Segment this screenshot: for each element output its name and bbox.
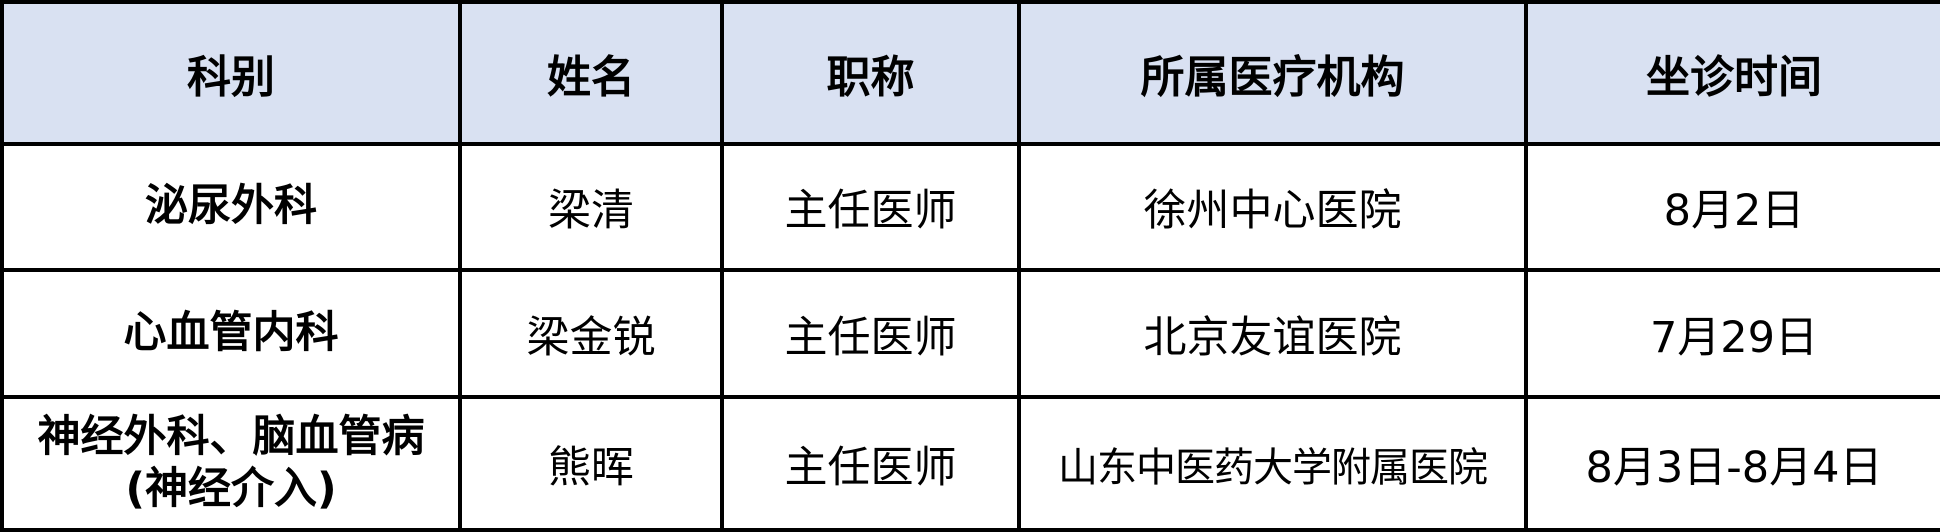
department-line-1: 神经外科、脑血管病 [37, 411, 425, 462]
table-row: 神经外科、脑血管病 (神经介入) 熊晖 主任医师 山东中医药大学附属医院 8月3… [0, 395, 1940, 532]
header-clinic-time: 坐诊时间 [1524, 0, 1940, 146]
cell-title: 主任医师 [720, 142, 1021, 272]
cell-clinic-time: 7月29日 [1524, 268, 1940, 399]
cell-name: 梁清 [458, 142, 724, 272]
table-body: 泌尿外科 梁清 主任医师 徐州中心医院 8月2日 心血管内科 梁金锐 主任医师 … [0, 142, 1940, 532]
cell-institution: 徐州中心医院 [1017, 142, 1528, 272]
cell-name: 梁金锐 [458, 268, 724, 399]
department-line-2: (神经介入) [125, 463, 337, 514]
cell-department: 神经外科、脑血管病 (神经介入) [0, 395, 462, 532]
cell-name: 熊晖 [458, 395, 724, 532]
cell-clinic-time: 8月3日-8月4日 [1524, 395, 1940, 532]
cell-institution: 北京友谊医院 [1017, 268, 1528, 399]
cell-clinic-time: 8月2日 [1524, 142, 1940, 272]
header-title: 职称 [720, 0, 1021, 146]
cell-department: 心血管内科 [0, 268, 462, 399]
cell-title: 主任医师 [720, 395, 1021, 532]
cell-department: 泌尿外科 [0, 142, 462, 272]
table-row: 心血管内科 梁金锐 主任医师 北京友谊医院 7月29日 [0, 268, 1940, 399]
header-name: 姓名 [458, 0, 724, 146]
cell-institution: 山东中医药大学附属医院 [1017, 395, 1528, 532]
header-institution: 所属医疗机构 [1017, 0, 1528, 146]
cell-title: 主任医师 [720, 268, 1021, 399]
table-row: 泌尿外科 梁清 主任医师 徐州中心医院 8月2日 [0, 142, 1940, 272]
header-department: 科别 [0, 0, 462, 146]
header-row: 科别 姓名 职称 所属医疗机构 坐诊时间 [0, 0, 1940, 146]
table-header: 科别 姓名 职称 所属医疗机构 坐诊时间 [0, 0, 1940, 146]
